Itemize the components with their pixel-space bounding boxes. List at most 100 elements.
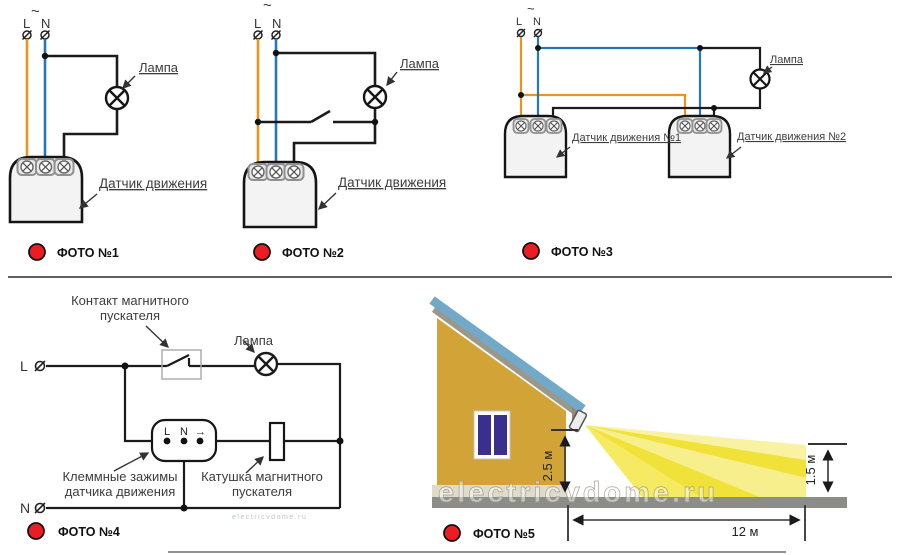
switch-blade xyxy=(310,109,331,124)
phase-label: L xyxy=(23,16,30,31)
ac-tilde-symbol: ~ xyxy=(31,3,40,20)
junction-dot xyxy=(518,92,524,98)
phase-terminal-icon xyxy=(34,360,46,372)
wiring xyxy=(254,39,379,165)
dimension-beam-length: 12 м xyxy=(567,505,806,541)
phase-label: L xyxy=(516,16,522,28)
sensor-beam xyxy=(585,425,806,497)
neutral-label: N xyxy=(272,16,281,31)
diagram-photo2: ~ L N xyxy=(242,0,446,261)
junction-dot xyxy=(371,118,379,126)
photo-badge-label: ФОТО №5 xyxy=(473,527,535,541)
sensor-terminal-icon xyxy=(35,158,56,176)
sensor-terminal-icon xyxy=(16,158,38,176)
contactor-contact-box xyxy=(161,349,202,380)
phase-terminal-icon xyxy=(516,28,526,38)
lamp-icon xyxy=(104,85,130,111)
clamps-label-line2: датчика движения xyxy=(65,484,176,499)
neutral-terminal-icon xyxy=(270,29,282,41)
sensor-label: Датчик движения xyxy=(99,176,207,191)
junction-dot xyxy=(254,118,262,126)
junction-dot xyxy=(697,45,703,51)
lamp-label: Лампа xyxy=(234,333,274,348)
dimension-sensor-height: 2.5 м xyxy=(540,429,578,493)
watermark-large: electricvdome.ru xyxy=(438,477,718,509)
sensor-terminal-icon xyxy=(247,163,269,181)
photo-badge-dot xyxy=(28,243,46,261)
photo-badge-dot xyxy=(443,524,461,542)
neutral-terminal-icon xyxy=(39,29,51,41)
block-neutral-label: N xyxy=(180,426,188,438)
coil-label-line2: пускателя xyxy=(232,484,292,499)
sensor-height-label: 2.5 м xyxy=(540,451,555,482)
ground xyxy=(432,497,847,508)
motion-sensor-1 xyxy=(503,114,568,179)
sensor2-label: Датчик движения №2 xyxy=(737,131,846,143)
motion-sensor xyxy=(8,155,84,224)
sensor-terminal-icon xyxy=(705,118,723,134)
wiring xyxy=(25,39,119,160)
photo-badge-label: ФОТО №4 xyxy=(58,525,120,539)
watermark-small: electricvdome.ru xyxy=(232,514,307,521)
lamp-label: Лампа xyxy=(139,60,179,75)
sensor-label: Датчик движения xyxy=(338,175,446,190)
block-phase-label: L xyxy=(164,426,170,438)
junction-dot xyxy=(41,52,49,60)
sensor-terminal-icon xyxy=(529,118,547,134)
house-base xyxy=(432,485,568,497)
diagram-photo1: ~ L N xyxy=(8,3,207,261)
lamp-icon xyxy=(253,351,279,377)
clamps-pointer-arrow xyxy=(113,452,150,472)
block-output-arrow: → xyxy=(195,426,206,438)
coil-pointer-arrow xyxy=(245,456,264,474)
lamp-label: Лампа xyxy=(400,56,440,71)
sensor1-pointer-arrow xyxy=(555,146,571,158)
junction-dot xyxy=(121,362,129,370)
junction-dot xyxy=(535,45,541,51)
lamp-pointer-arrow xyxy=(762,65,773,74)
phase-label: L xyxy=(20,358,28,374)
diagram-photo4: Контакт магнитного пускателя L N xyxy=(20,293,344,540)
clamps-label-line1: Клеммные зажимы xyxy=(62,469,177,484)
beam-end-height-label: 1.5 м xyxy=(803,455,818,486)
sensor-terminal-icon xyxy=(53,158,75,176)
wiring xyxy=(518,37,762,118)
motion-sensor xyxy=(242,160,318,229)
sensor-terminal-icon xyxy=(676,118,694,134)
sensor-terminal-icon xyxy=(691,118,709,134)
phase-terminal-icon xyxy=(252,29,264,41)
sensor-terminal-icon xyxy=(283,163,305,181)
sensor1-label: Датчик движения №1 xyxy=(572,132,681,144)
wiring xyxy=(46,354,342,510)
photo-badge-label: ФОТО №2 xyxy=(282,246,344,260)
photo-badge-label: ФОТО №3 xyxy=(551,245,613,259)
block-terminal-dot xyxy=(163,437,171,445)
contactor-coil xyxy=(268,421,286,462)
junction-dot xyxy=(272,49,280,57)
phase-label: L xyxy=(254,16,261,31)
sensor2-pointer-arrow xyxy=(726,146,742,159)
diagram-photo3: ~ L N xyxy=(503,1,846,260)
house-window xyxy=(473,410,511,460)
neutral-label: N xyxy=(20,500,30,516)
lamp-pointer-arrow xyxy=(242,339,255,354)
sensor-terminal-icon xyxy=(512,118,530,134)
coil-label-line1: Катушка магнитного xyxy=(201,469,323,484)
contact-label-line2: пускателя xyxy=(100,308,160,323)
neutral-terminal-icon xyxy=(533,28,543,38)
photo-badge-dot xyxy=(27,522,45,540)
block-terminal-dot xyxy=(180,437,188,445)
lamp-icon xyxy=(362,84,388,110)
lamp-pointer-arrow xyxy=(386,71,398,87)
junction-dot xyxy=(711,105,717,111)
lamp-icon xyxy=(749,68,771,90)
roof-blue xyxy=(429,296,586,413)
phase-terminal-icon xyxy=(21,29,33,41)
photo-badge-dot xyxy=(522,242,540,260)
junction-dot xyxy=(336,437,344,445)
photo-badge-label: ФОТО №1 xyxy=(57,246,119,260)
block-terminal-dot xyxy=(196,437,204,445)
lamp-label: Лампа xyxy=(770,54,804,66)
